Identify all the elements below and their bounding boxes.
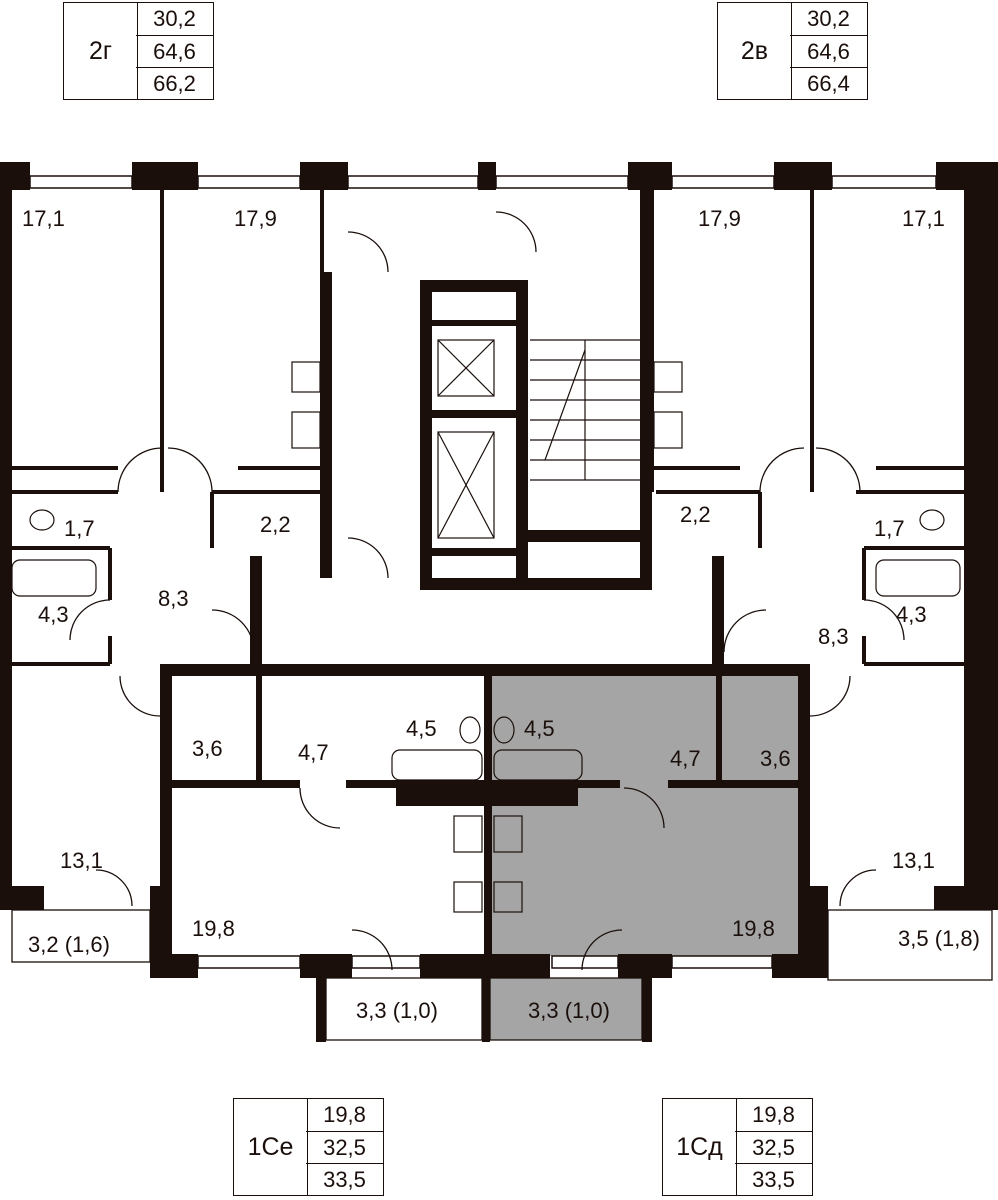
room-area-label: 2,2 [260, 512, 291, 537]
loggia-area-label: 3,3 (1,0) [528, 998, 610, 1023]
balcony-area-label: 3,2 (1,6) [28, 932, 110, 957]
window-frames [29, 175, 937, 969]
room-area-label: 17,1 [22, 206, 65, 231]
apartment-legend-2g: 2г 30,2 64,6 66,2 [63, 2, 214, 100]
apartment-legend-1se: 1Се 19,8 32,5 33,5 [233, 1098, 384, 1196]
apartment-code: 2г [64, 3, 138, 99]
area-living: 19,8 [752, 1102, 795, 1127]
apartment-code: 1Сд [663, 1099, 737, 1195]
balconies [11, 909, 993, 1041]
room-area-label: 1,7 [64, 516, 95, 541]
room-area-label: 13,1 [892, 848, 935, 873]
highlighted-apartment [489, 668, 809, 1040]
room-area-label: 4,3 [896, 602, 927, 627]
area-total-with-balcony: 66,4 [807, 70, 850, 96]
apartment-code: 2в [718, 3, 792, 99]
area-total: 32,5 [306, 1131, 383, 1164]
room-area-label: 13,1 [60, 848, 103, 873]
area-living: 30,2 [153, 6, 196, 31]
room-area-label: 2,2 [680, 502, 711, 527]
core-walls [160, 190, 810, 978]
area-total-with-balcony: 66,2 [153, 70, 196, 96]
room-area-label: 17,9 [234, 206, 277, 231]
room-area-label: 4,5 [524, 716, 555, 741]
apartment-legend-1sd: 1Сд 19,8 32,5 33,5 [662, 1098, 813, 1196]
area-total: 32,5 [735, 1131, 812, 1164]
area-total: 64,6 [136, 35, 213, 68]
room-area-label: 8,3 [818, 624, 849, 649]
doors [69, 211, 905, 971]
area-total-with-balcony: 33,5 [323, 1166, 366, 1192]
area-total: 64,6 [790, 35, 867, 68]
apartment-legend-2v: 2в 30,2 64,6 66,4 [717, 2, 868, 100]
area-living: 30,2 [807, 6, 850, 31]
outer-walls [0, 162, 998, 1042]
apartment-code: 1Се [234, 1099, 308, 1195]
room-area-label: 19,8 [192, 916, 235, 941]
room-area-label: 4,5 [406, 716, 437, 741]
room-area-label: 17,9 [698, 206, 741, 231]
area-total-with-balcony: 33,5 [752, 1166, 795, 1192]
interior-walls [12, 190, 964, 666]
room-area-label: 8,3 [158, 586, 189, 611]
balcony-area-label: 3,5 (1,8) [898, 926, 980, 951]
room-area-label: 4,7 [298, 740, 329, 765]
area-living: 19,8 [323, 1102, 366, 1127]
room-area-label: 1,7 [874, 516, 905, 541]
room-area-label: 19,8 [732, 916, 775, 941]
room-area-label: 4,3 [38, 602, 69, 627]
plumbing-fixtures [11, 361, 961, 913]
elevator-and-stairs [437, 339, 640, 539]
room-area-label: 17,1 [902, 206, 945, 231]
loggia-area-label: 3,3 (1,0) [356, 998, 438, 1023]
room-area-label: 4,7 [670, 746, 701, 771]
room-area-label: 3,6 [760, 746, 791, 771]
room-area-label: 3,6 [192, 736, 223, 761]
